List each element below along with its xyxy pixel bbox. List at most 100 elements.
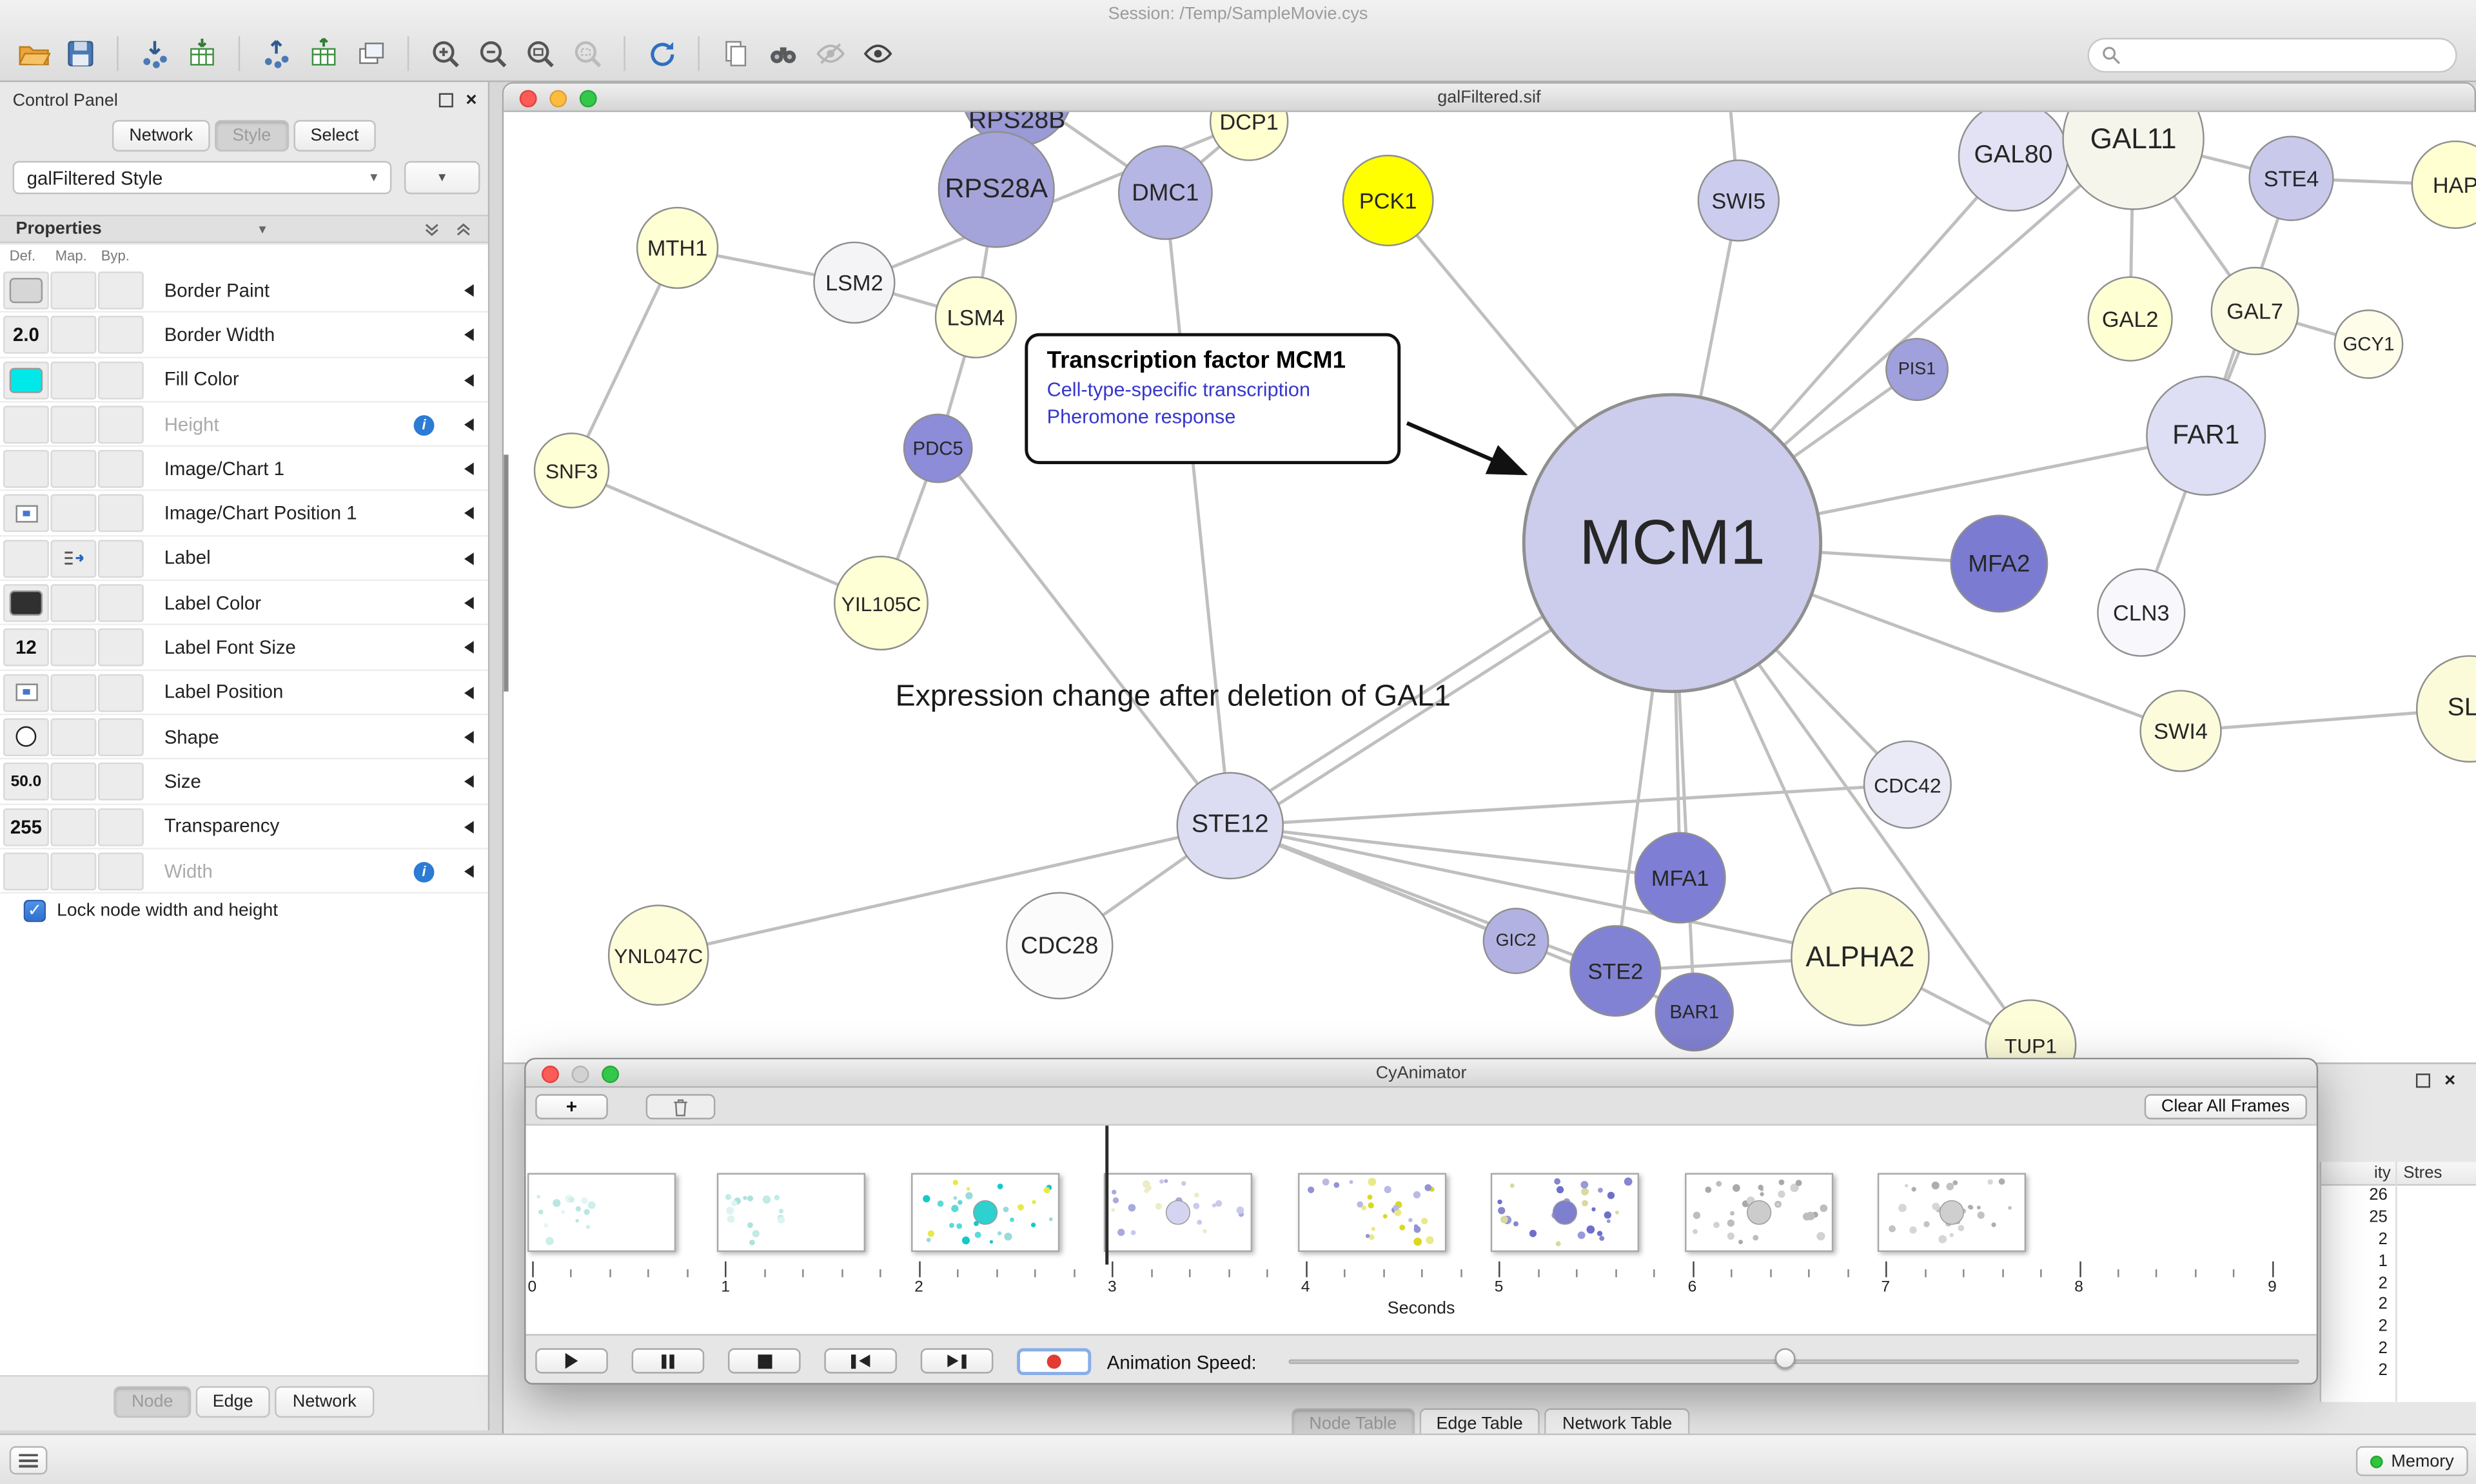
zoom-fit-icon[interactable] [520,33,561,74]
attribute-tab-node[interactable]: Node [114,1386,191,1418]
edge-ste12-pdc5[interactable] [936,447,1232,827]
mapping-cell[interactable] [50,763,97,801]
mapping-cell[interactable] [50,540,97,578]
default-value-cell[interactable] [3,852,49,890]
expand-row-arrow-icon[interactable] [464,820,474,833]
mapping-cell[interactable] [50,360,97,399]
node-pdc5[interactable]: PDC5 [903,413,973,483]
lock-size-checkbox[interactable]: ✓ [23,899,46,923]
frame-thumbnail-2[interactable] [910,1173,1059,1253]
table-row[interactable]: 2 [2321,1295,2476,1317]
annotation-link[interactable]: Cell-type-specific transcription [1046,378,1311,402]
bypass-cell[interactable] [97,450,144,489]
node-cdc42[interactable]: CDC42 [1863,740,1952,829]
table-row[interactable]: 2 [2321,1361,2476,1383]
close-panel-icon[interactable]: × [466,88,477,111]
default-value-cell[interactable]: 2.0 [3,316,49,355]
frame-thumbnail-4[interactable] [1297,1173,1446,1253]
properties-header[interactable]: Properties ▾ [0,215,488,244]
node-gic2[interactable]: GIC2 [1482,908,1549,975]
import-table-icon[interactable] [182,33,223,74]
annotation-link[interactable]: Pheromone response [1046,405,1236,428]
bypass-cell[interactable] [97,807,144,846]
default-value-cell[interactable]: 50.0 [3,763,49,801]
memory-button[interactable]: Memory [2356,1446,2468,1476]
node-cln3[interactable]: CLN3 [2097,568,2186,657]
search-input[interactable] [2128,46,2443,65]
frame-thumbnail-1[interactable] [717,1173,867,1253]
node-bar1[interactable]: BAR1 [1655,972,1734,1052]
property-row-fill-color[interactable]: Fill Color [0,357,488,403]
expand-row-arrow-icon[interactable] [464,686,474,699]
node-ste4[interactable]: STE4 [2248,135,2334,221]
node-mfa1[interactable]: MFA1 [1634,832,1726,924]
float-panel-icon[interactable] [438,92,453,107]
export-network-icon[interactable] [256,33,297,74]
next-frame-button[interactable] [920,1348,994,1374]
node-mcm1[interactable]: MCM1 [1522,393,1823,694]
close-window-icon[interactable] [542,1064,559,1082]
current-style-dropdown[interactable]: galFiltered Style ▾ [12,161,392,195]
expand-row-arrow-icon[interactable] [464,776,474,788]
zoom-selected-icon[interactable] [567,33,608,74]
property-row-label-position[interactable]: Label Position [0,670,488,716]
node-snf3[interactable]: SNF3 [533,433,610,509]
close-panel-icon[interactable]: × [2444,1068,2456,1091]
node-alpha2[interactable]: ALPHA2 [1791,887,1930,1026]
save-session-icon[interactable] [60,33,101,74]
edge-ste12-ynl047c[interactable] [658,824,1231,957]
bypass-cell[interactable] [97,584,144,623]
mapping-cell[interactable] [50,584,97,623]
property-row-border-paint[interactable]: Border Paint [0,268,488,313]
network-window-titlebar[interactable]: galFiltered.sif [504,83,2475,112]
expand-row-arrow-icon[interactable] [464,329,474,342]
frame-thumbnail-5[interactable] [1491,1173,1640,1253]
expand-row-arrow-icon[interactable] [464,641,474,654]
node-pis1[interactable]: PIS1 [1885,338,1949,402]
table-row[interactable]: 1 [2321,1251,2476,1273]
slider-thumb[interactable] [1774,1348,1796,1369]
frame-thumbnail-7[interactable] [1878,1173,2027,1253]
expand-row-arrow-icon[interactable] [464,284,474,297]
table-header[interactable]: ity Stres [2321,1162,2476,1186]
node-far1[interactable]: FAR1 [2146,375,2266,496]
copy-icon[interactable] [715,33,756,74]
mapping-cell[interactable] [50,494,97,533]
bypass-cell[interactable] [97,673,144,712]
property-row-image-chart-1[interactable]: Image/Chart 1 [0,447,488,492]
expand-row-arrow-icon[interactable] [464,730,474,744]
mapping-cell[interactable] [50,807,97,846]
mapping-cell[interactable] [50,316,97,355]
attribute-tab-network[interactable]: Network [275,1386,374,1418]
property-row-shape[interactable]: Shape [0,715,488,760]
edge-ste12-alpha2[interactable] [1230,824,1861,959]
show-all-icon[interactable] [858,33,899,74]
node-mfa2[interactable]: MFA2 [1950,514,2049,613]
node-swi4[interactable]: SWI4 [2139,690,2222,772]
expand-row-arrow-icon[interactable] [464,864,474,878]
hide-selected-icon[interactable] [810,33,851,74]
default-value-cell[interactable] [3,360,49,399]
zoom-window-icon[interactable] [579,89,597,107]
apply-layout-icon[interactable] [641,33,682,74]
table-column-header[interactable]: Stres [2403,1163,2442,1183]
default-value-cell[interactable]: 12 [3,629,49,667]
default-value-cell[interactable] [3,494,49,533]
node-gal2[interactable]: GAL2 [2087,276,2173,362]
bypass-cell[interactable] [97,718,144,756]
mapping-cell[interactable] [50,852,97,890]
expand-row-arrow-icon[interactable] [464,418,474,431]
zoom-out-icon[interactable] [472,33,513,74]
mapping-cell[interactable] [50,450,97,489]
table-column-header[interactable]: ity [2374,1163,2391,1183]
node-cdc28[interactable]: CDC28 [1006,892,1114,1000]
mapping-cell[interactable] [50,271,97,310]
default-value-cell[interactable] [3,450,49,489]
open-session-icon[interactable] [13,33,54,74]
bypass-cell[interactable] [97,271,144,310]
delete-frame-button[interactable] [645,1094,716,1120]
